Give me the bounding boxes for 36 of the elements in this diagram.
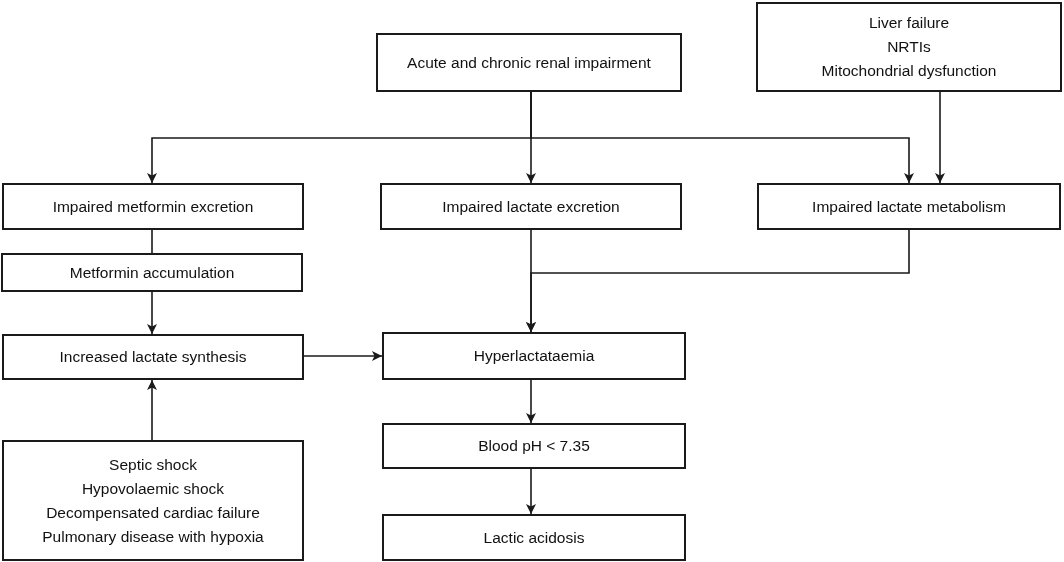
process-box — [2, 334, 304, 380]
process-box — [2, 183, 304, 230]
process-box — [756, 2, 1062, 92]
process-box — [382, 423, 686, 469]
node-text: Mitochondrial dysfunction — [821, 61, 997, 81]
node-text: Acute and chronic renal impairment — [407, 52, 651, 73]
node-text: Metformin accumulation — [69, 262, 235, 283]
arrow — [530, 91, 914, 184]
node-text: Hyperlactataemia — [473, 346, 595, 366]
node-text: Hypovolaemic shock — [81, 478, 225, 499]
process-box — [382, 332, 686, 380]
node-text: Impaired lactate excretion — [442, 196, 620, 217]
process-box — [382, 514, 686, 561]
node-text: NRTIs — [887, 37, 931, 57]
node-text: Impaired lactate metabolism — [812, 196, 1006, 217]
process-box — [757, 183, 1061, 230]
node-text: Blood pH < 7.35 — [478, 436, 590, 456]
process-box — [2, 440, 304, 561]
arrow — [147, 291, 157, 335]
node-text: Increased lactate synthesis — [59, 347, 247, 367]
node-text: Liver failure — [868, 13, 950, 33]
connector-line — [151, 229, 153, 254]
arrow — [526, 379, 536, 424]
arrow — [935, 91, 945, 184]
arrow — [526, 229, 910, 333]
node-text: Lactic acidosis — [483, 527, 585, 548]
node-text: Septic shock — [109, 454, 197, 475]
process-box — [1, 253, 303, 292]
process-box — [376, 33, 682, 92]
node-text: Pulmonary disease with hypoxia — [42, 526, 264, 547]
arrow — [526, 468, 536, 515]
arrow — [303, 351, 383, 361]
arrow — [147, 379, 157, 441]
node-text: Decompensated cardiac failure — [46, 502, 260, 523]
node-text: Impaired metformin excretion — [52, 196, 254, 217]
process-box — [380, 183, 682, 230]
